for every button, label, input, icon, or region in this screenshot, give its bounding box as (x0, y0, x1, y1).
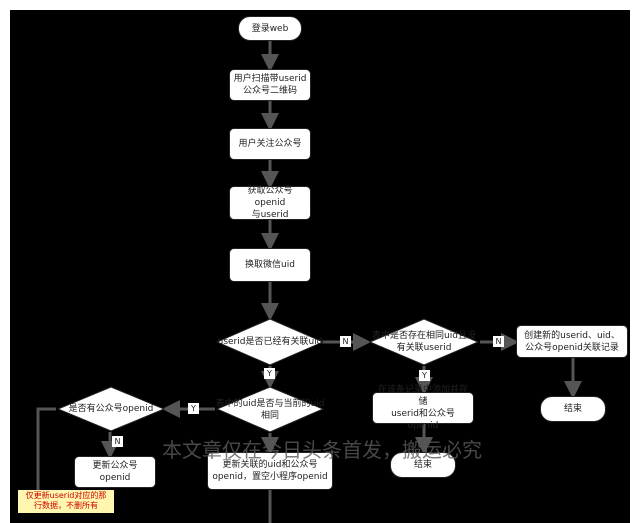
login-node: 登录web (238, 16, 302, 41)
branch-y-label: Y (419, 370, 430, 381)
watermark-text: 本文章仅在今日头条首发，搬运必究 (162, 438, 482, 462)
decision-userid-linked-label: userid是否已经有关联uid (217, 337, 323, 347)
decision-same-uid-label: 表中是否存在相同uid且没 有关联userid (372, 331, 476, 353)
decision-same-uid-diamond (368, 318, 480, 366)
branch-n-label: N (112, 436, 123, 447)
get-uid-node: 换取微信uid (229, 248, 311, 282)
branch-n-label: N (493, 336, 504, 347)
follow-account-node: 用户关注公众号 (229, 128, 311, 160)
end-middle-node: 结束 (390, 452, 456, 478)
decision-has-openid-label: 是否有公众号openid (68, 404, 154, 414)
add-store-node: 在该条记录中添加并存储 userid和公众号openid (372, 385, 474, 431)
scan-qrcode-node: 用户扫描带userid 公众号二维码 (229, 69, 311, 101)
decision-has-openid-diamond (56, 386, 166, 432)
branch-y-label: Y (264, 368, 275, 379)
branch-n-label: N (340, 336, 351, 347)
decision-uid-same-diamond (215, 386, 325, 433)
create-record-node: 创建新的userid、uid、 公众号openid关联记录 (516, 325, 628, 358)
decision-userid-linked-diamond (215, 318, 325, 366)
decision-uid-same-label: 表中的uid是否与当前的uid 相同 (215, 399, 325, 421)
update-bind-node: 更新关联的uid和公众号 openid，置空小程序openid (207, 452, 333, 490)
connector-decision4-left (36, 407, 56, 490)
get-openid-node: 获取公众号openid 与userid (229, 186, 311, 220)
branch-y-label: Y (188, 403, 199, 414)
end-right-node: 结束 (540, 396, 606, 422)
annotation-note: 仅更新userid对应的那 行数据，不删所有 (18, 490, 114, 513)
update-openid-node: 更新公众号openid (74, 456, 156, 488)
